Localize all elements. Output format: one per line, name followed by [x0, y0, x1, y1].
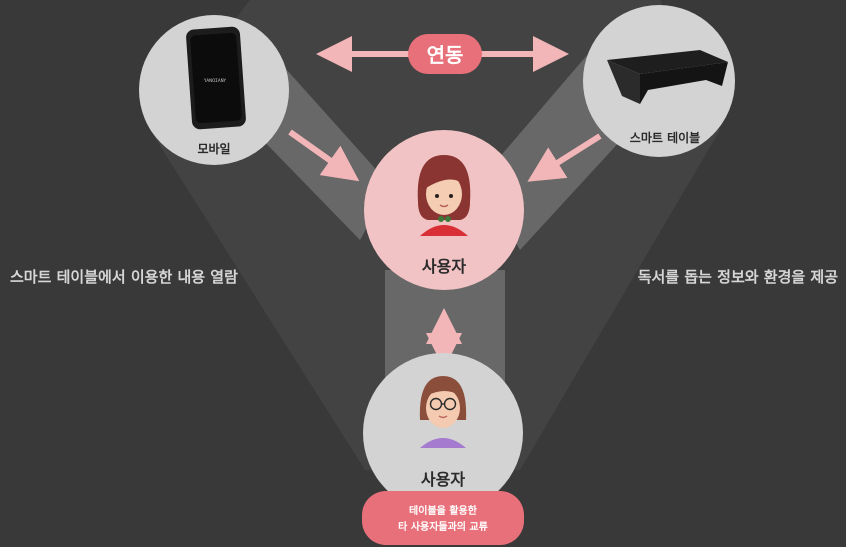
bottom-user-circle	[363, 353, 523, 513]
left-caption: 스마트 테이블에서 이용한 내용 열람	[10, 268, 238, 286]
mobile-label: 모바일	[197, 141, 230, 156]
smartphone-icon: ΥΑΝΟΣΑΝΥ	[186, 26, 246, 130]
bottom-badge	[362, 491, 524, 545]
arrow-mobile-to-user	[288, 129, 360, 182]
girl-glasses-avatar-icon	[419, 376, 467, 448]
table-label: 스마트 테이블	[630, 130, 700, 145]
arrow-table-to-user	[527, 133, 602, 182]
table-node: 스마트 테이블	[583, 5, 735, 157]
right-caption: 독서를 돕는 정보와 환경을 제공	[638, 268, 838, 286]
top-link-label: 연동	[427, 43, 464, 67]
center-user-node: 사용자	[364, 130, 524, 290]
center-user-label: 사용자	[422, 257, 466, 276]
bottom-user-label: 사용자	[421, 470, 465, 489]
bottom-user-node: 사용자	[363, 353, 523, 513]
smart-table-icon	[607, 50, 728, 104]
top-link-pill	[408, 34, 482, 74]
girl-avatar-icon	[417, 155, 471, 236]
phone-screen-text: ΥΑΝΟΣΑΝΥ	[203, 78, 227, 83]
bottom-badge-line2: 타 사용자들과의 교류	[398, 520, 488, 533]
bottom-badge-line1: 테이블을 활용한	[409, 504, 478, 517]
mobile-node: ΥΑΝΟΣΑΝΥ 모바일	[139, 15, 289, 165]
